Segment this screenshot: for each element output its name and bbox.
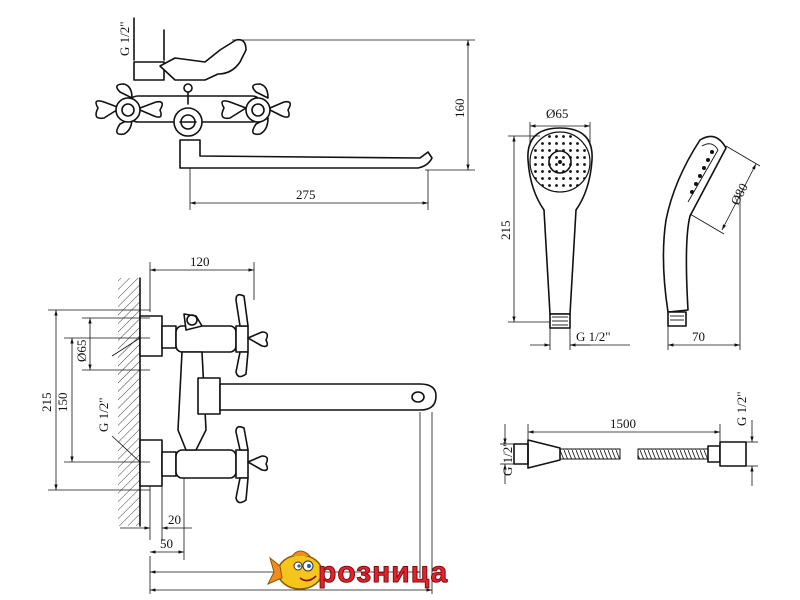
top-spout-length-label: 275 <box>296 187 316 202</box>
top-view: G 1/2" 160 275 <box>95 17 475 210</box>
shower-side-width-label: 70 <box>692 329 705 344</box>
hose-length-label: 1500 <box>610 416 636 431</box>
front-total-height-label: 215 <box>39 393 54 413</box>
front-lower-cross-handle <box>235 425 269 504</box>
hose-left-cone <box>527 439 561 469</box>
wall-hatching <box>118 278 140 526</box>
shower-side-outline <box>662 135 727 313</box>
hose-body-left <box>559 448 621 460</box>
front-offset-small-label: 20 <box>168 512 181 527</box>
hose-right-nut <box>719 441 747 467</box>
fish-mascot-icon <box>266 550 323 590</box>
front-view: 120 215 Ø65 150 G 1/2" 20 50 <box>39 254 437 594</box>
front-width-label: 120 <box>190 254 210 269</box>
hose-body-right <box>637 448 709 460</box>
shower-hose: 1500 G 1/2" G 1/2" <box>500 391 758 486</box>
brand-logo[interactable]: розница <box>266 550 448 590</box>
front-diameter-label: Ø65 <box>74 340 89 362</box>
shower-head-side: Ø80 70 <box>662 135 761 350</box>
top-right-cross-handle <box>221 83 292 136</box>
top-diverter <box>173 83 203 137</box>
brand-name: розница <box>318 556 448 589</box>
front-center-label: 150 <box>55 393 70 413</box>
hose-left-nut <box>513 443 529 465</box>
front-body-column <box>177 351 207 451</box>
top-left-cross-handle <box>95 83 164 136</box>
front-offset-large-label: 50 <box>160 536 173 551</box>
top-spout <box>179 139 433 169</box>
top-thread-label: G 1/2" <box>117 21 132 56</box>
top-height-label: 160 <box>452 99 467 119</box>
front-thread-label: G 1/2" <box>96 397 111 432</box>
hose-thread-right-label: G 1/2" <box>734 391 749 426</box>
hose-thread-left-label: G 1/2" <box>500 441 515 476</box>
front-upper-eccentric <box>139 315 163 357</box>
front-lower-eccentric <box>139 439 163 487</box>
shower-thread-label: G 1/2" <box>576 329 611 344</box>
top-lever-handle <box>159 38 247 81</box>
front-upper-cross-handle <box>235 293 269 378</box>
shower-diameter-label: Ø65 <box>546 106 568 121</box>
shower-head-front: Ø65 215 G 1/2" <box>498 106 630 350</box>
front-spout <box>219 383 437 411</box>
top-wall-connector <box>133 61 165 81</box>
shower-side-diameter-label: Ø80 <box>727 181 751 208</box>
shower-length-label: 215 <box>498 221 513 241</box>
